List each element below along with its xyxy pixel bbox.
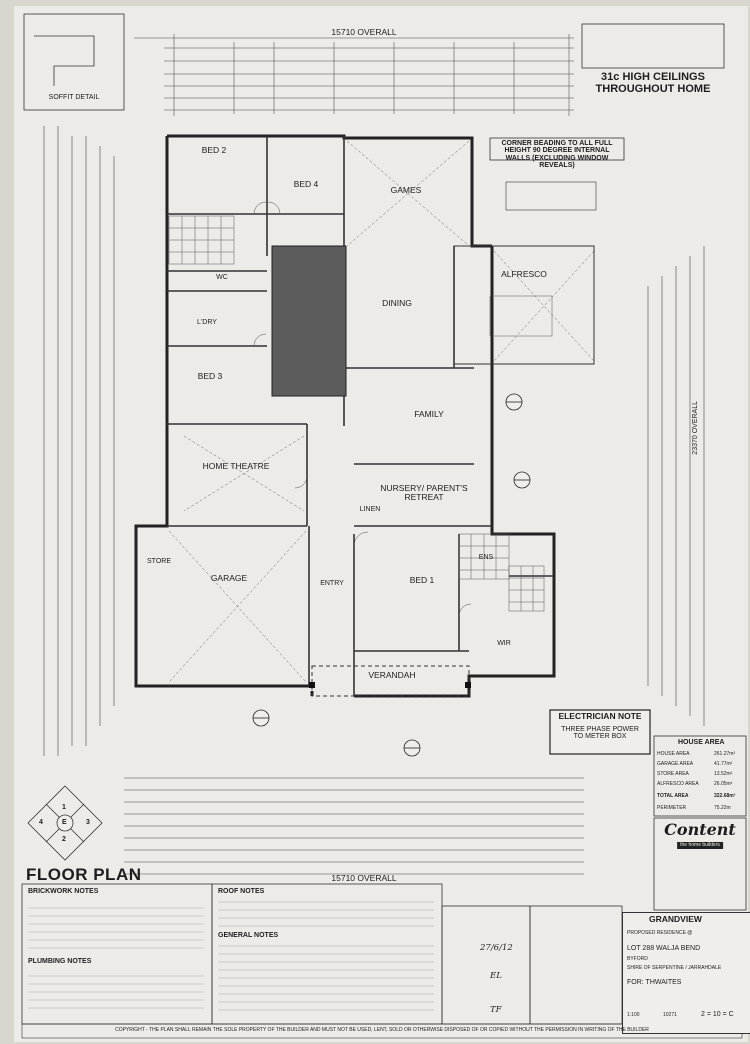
area-row-label: TOTAL AREA (657, 793, 689, 799)
area-row-label: ALFRESCO AREA (657, 781, 699, 787)
electrician-note-title: ELECTRICIAN NOTE (558, 711, 642, 721)
brickwork-notes-title: BRICKWORK NOTES (28, 888, 99, 895)
room-label-bed2: BED 2 (201, 145, 227, 155)
room-label-dining: DINING (382, 298, 412, 308)
room-label-home-theatre: HOME THEATRE (202, 461, 270, 471)
compass-west: 4 (39, 819, 43, 826)
area-row-value: 41.77m² (714, 761, 733, 767)
revision-box (529, 905, 623, 1025)
client-name: FOR: THWAITES (627, 979, 682, 986)
room-label-bed4: BED 4 (293, 179, 319, 189)
corner-beading-note: CORNER BEADING TO ALL FULL HEIGHT 90 DEG… (501, 140, 613, 170)
copyright-footer: COPYRIGHT - THE PLAN SHALL REMAIN THE SO… (115, 1027, 649, 1033)
room-label-store: STORE (147, 558, 171, 565)
ceiling-lines (168, 140, 595, 683)
compass-centre: E (62, 819, 67, 826)
compass-north: 1 (62, 804, 66, 811)
brand-box (653, 817, 747, 911)
handwritten-initials-2: TF (490, 1005, 502, 1015)
exterior-walls (134, 134, 556, 698)
room-label-entry: ENTRY (320, 580, 344, 587)
alfresco-outline (453, 245, 595, 365)
area-row-value: 26.05m² (714, 781, 733, 787)
area-row-label: GARAGE AREA (657, 761, 694, 767)
suburb: BYFORD (627, 956, 648, 962)
roof-notes-title: ROOF NOTES (218, 888, 265, 895)
area-row-label: HOUSE AREA (657, 751, 690, 757)
electrician-note-body: THREE PHASE POWER TO METER BOX (561, 726, 639, 741)
room-label-wir: WIR (497, 640, 511, 647)
handwritten-initials-1: EL (490, 971, 502, 981)
door-swings (253, 201, 472, 617)
area-row-label: STORE AREA (657, 771, 689, 777)
room-label-verandah: VERANDAH (368, 670, 416, 680)
brand-logo: Content (664, 820, 736, 839)
area-row-value: 322.68m² (714, 793, 736, 799)
room-label-games: GAMES (390, 185, 422, 195)
proposal-label: PROPOSED RESIDENCE @ (627, 930, 693, 936)
room-label-ens: ENS (478, 554, 494, 561)
brickwork-notes-box (21, 883, 213, 1025)
room-label-alfresco: ALFRESCO (501, 269, 547, 279)
section-markers (252, 393, 531, 757)
room-label-linen: LINEN (359, 506, 381, 513)
compass-east: 3 (86, 819, 90, 826)
handwritten-date: 27/6/12 (480, 943, 513, 953)
electrician-note-box (549, 709, 651, 755)
sheet-number: 2 = 10 = C (701, 1011, 734, 1018)
house-area-title: HOUSE AREA (678, 739, 725, 746)
shire: SHIRE OF SERPENTINE / JARRAHDALE (627, 965, 722, 971)
area-row-value: 75.22m (714, 805, 731, 811)
void-hatch (271, 245, 347, 397)
interior-walls (167, 136, 554, 696)
room-label-wc: WC (216, 274, 228, 281)
room-label-laundry: L'DRY (197, 319, 217, 326)
lot-address: LOT 288 WALJA BEND (627, 945, 701, 952)
room-label-garage: GARAGE (210, 573, 248, 583)
verandah-outline (311, 665, 470, 697)
room-label-bed3: BED 3 (197, 371, 223, 381)
general-notes-title: GENERAL NOTES (218, 932, 279, 939)
room-label-bed1: BED 1 (409, 575, 435, 585)
floor-plan-title: FLOOR PLAN (26, 865, 142, 884)
brand-tagline: the home builders (677, 842, 723, 850)
tile-grids (168, 215, 545, 612)
scale: 1:100 (627, 1012, 640, 1018)
overall-dimension-side: 23370 OVERALL (692, 401, 699, 455)
drawing-sheet: 15710 OVERALL 15710 OVERALL 23370 OVERAL… (14, 6, 750, 1042)
room-label-family: FAMILY (414, 409, 444, 419)
compass-rose (27, 785, 103, 861)
house-area-box (653, 735, 747, 817)
area-row-label: PERIMETER (657, 805, 687, 811)
overall-dimension-bottom: 15710 OVERALL (331, 873, 397, 883)
floor-plan-drawing (21, 13, 747, 1039)
soffit-detail-label: SOFFIT DETAIL (48, 94, 100, 101)
soffit-detail-box (23, 13, 125, 111)
area-row-value: 13.52m² (714, 771, 733, 777)
signature-box (441, 905, 531, 1025)
room-label-nursery: NURSERY/ PARENT'S RETREAT (380, 483, 468, 502)
overall-dimension-top: 15710 OVERALL (331, 27, 397, 37)
area-row-value: 261.27m² (714, 751, 736, 757)
job-number: 10271 (663, 1012, 677, 1018)
compass-south: 2 (62, 836, 66, 843)
ceiling-height-note: 31c HIGH CEILINGS THROUGHOUT HOME (595, 71, 711, 95)
plumbing-notes-title: PLUMBING NOTES (28, 958, 92, 965)
design-name: GRANDVIEW (649, 914, 702, 924)
title-block: GRANDVIEW PROPOSED RESIDENCE @ LOT 288 W… (622, 912, 750, 1034)
